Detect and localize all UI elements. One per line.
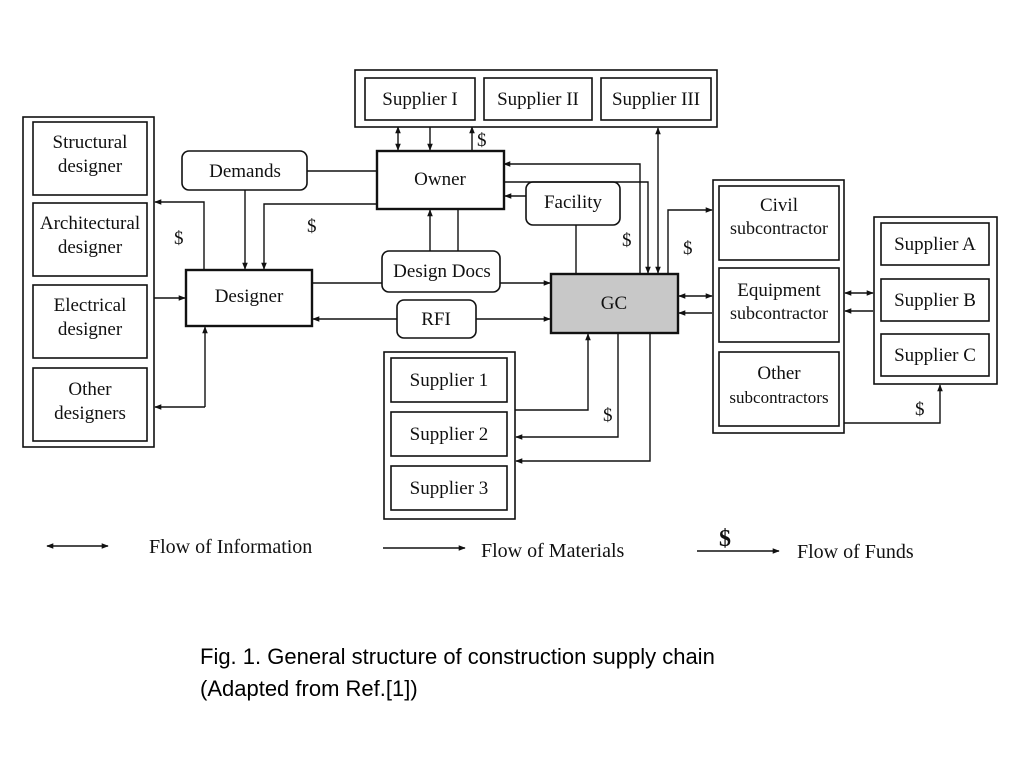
electrical-designer-label-2: designer [58, 319, 123, 340]
supplier-b-label: Supplier B [894, 290, 976, 311]
connectors [46, 126, 943, 554]
owner-designer-funds-arrow [261, 203, 377, 270]
supplier-a-label: Supplier A [894, 234, 976, 255]
owner-gc-funds-arrow [504, 181, 651, 274]
funds-symbol-owner-designer: $ [307, 216, 317, 237]
rfi-label: RFI [421, 309, 451, 330]
supplier-a-box [880, 222, 990, 266]
supplier-iii-label: Supplier III [612, 89, 700, 110]
funds-symbol-subcontractors-supplier-c: $ [915, 399, 925, 420]
design-docs-box [381, 250, 501, 293]
owner-box [375, 149, 506, 211]
facility-label: Facility [544, 192, 603, 213]
designer-label: Designer [215, 286, 284, 307]
legend-materials-label: Flow of Materials [481, 540, 625, 562]
gc-supplier-2-funds-arrow [515, 334, 619, 440]
equipment-subcontractor-label-1: Equipment [737, 280, 821, 301]
supplier-c-label: Supplier C [894, 345, 976, 366]
architectural-designer-label-1: Architectural [40, 213, 140, 234]
funds-symbol-owner-gc: $ [622, 230, 632, 251]
civil-subcontractor-box [718, 185, 840, 261]
supplier-3-box [390, 465, 508, 511]
bottom-suppliers-group [383, 351, 516, 520]
subcontractors-supplier-c-funds-arrow [844, 384, 943, 424]
funds-symbol-owner-supplier: $ [477, 130, 487, 151]
supplier-2-box [390, 411, 508, 457]
architectural-designer-label-2: designer [58, 237, 123, 258]
owner-label: Owner [414, 169, 466, 190]
architectural-designer-box [32, 202, 148, 277]
right-suppliers-group [873, 216, 998, 385]
supplier-2-label: Supplier 2 [410, 424, 489, 445]
supplier-3-label: Supplier 3 [410, 478, 489, 499]
supplier-i-label: Supplier I [382, 89, 457, 110]
legend-funds-symbol: $ [719, 526, 731, 552]
supplier-1-gc-material-arrow [515, 333, 591, 411]
supplier-i-box [364, 77, 476, 121]
supplier-ii-box [483, 77, 593, 121]
supplier-1-box [390, 357, 508, 403]
legend-funds-label: Flow of Funds [797, 541, 914, 563]
other-designers-box [32, 367, 148, 442]
structural-designer-label-2: designer [58, 156, 123, 177]
electrical-designer-box [32, 284, 148, 359]
design-docs-label: Design Docs [393, 261, 491, 282]
structural-designer-label-1: Structural [53, 132, 128, 153]
structural-designer-box [32, 121, 148, 196]
gc-civil-arrow [667, 207, 713, 273]
supplier-c-box [880, 333, 990, 377]
gc-box [549, 272, 680, 335]
designers-group [22, 116, 155, 448]
demands-label: Demands [209, 161, 281, 182]
other-subcontractors-label-1: Other [757, 363, 801, 384]
gc-supplier-3-arrow [515, 334, 651, 464]
equipment-subcontractor-box [718, 267, 840, 343]
gc-label: GC [601, 293, 627, 314]
supplier-iii-box [600, 77, 712, 121]
other-subcontractors-box [718, 351, 840, 427]
supplier-b-box [880, 278, 990, 322]
subcontractors-group [712, 179, 845, 434]
funds-symbol-gc-civil: $ [683, 238, 693, 259]
top-suppliers-group [354, 69, 718, 128]
legend-information-label: Flow of Information [149, 536, 312, 558]
caption-line-2: (Adapted from Ref.[1]) [200, 676, 418, 701]
designer-structural-funds-arrow [154, 199, 205, 269]
other-designers-label-2: designers [54, 403, 126, 424]
civil-subcontractor-label-2: subcontractor [730, 218, 828, 238]
designer-box [184, 268, 314, 328]
funds-symbol-gc-supplier-2: $ [603, 405, 613, 426]
civil-subcontractor-label-1: Civil [760, 195, 798, 216]
supplier-ii-label: Supplier II [497, 89, 579, 110]
gc-owner-info-arrow [503, 161, 641, 273]
funds-symbol-designer-designers: $ [174, 228, 184, 249]
caption-line-1: Fig. 1. General structure of constructio… [200, 644, 715, 669]
electrical-designer-label-1: Electrical [54, 295, 127, 316]
equipment-subcontractor-label-2: subcontractor [730, 303, 828, 323]
supplier-1-label: Supplier 1 [410, 370, 489, 391]
other-subcontractors-label-2: subcontractors [729, 388, 828, 407]
other-designers-label-1: Other [68, 379, 112, 400]
figure-caption: Fig. 1. General structure of constructio… [200, 641, 900, 705]
